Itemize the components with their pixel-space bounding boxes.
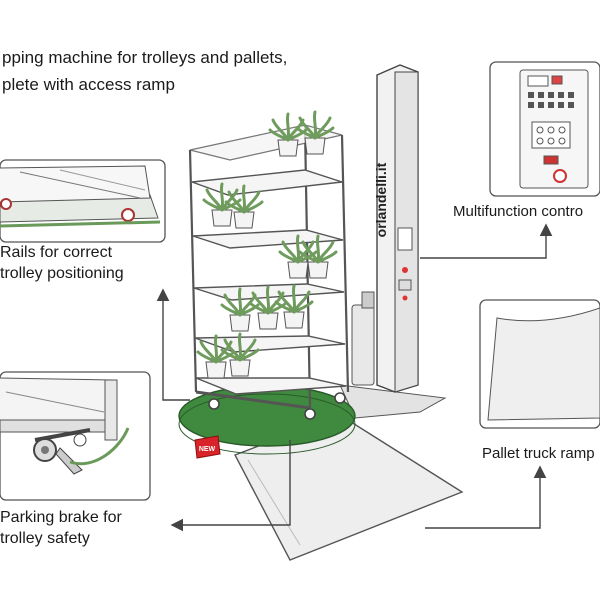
ramp-inset bbox=[479, 299, 600, 429]
turntable bbox=[178, 385, 356, 447]
brake-label-line-2: trolley safety bbox=[0, 530, 90, 547]
title-line-2: plete with access ramp bbox=[2, 75, 175, 94]
ramp-label: Pallet truck ramp bbox=[482, 445, 595, 462]
brake-label-line-1: Parking brake for bbox=[0, 509, 122, 526]
trolley-wheel-icon bbox=[208, 398, 220, 410]
new-badge-text: NEW bbox=[199, 446, 216, 453]
trolley-wheel-icon bbox=[304, 408, 316, 420]
brake-detail-inset bbox=[0, 371, 151, 501]
control-panel-inset bbox=[489, 61, 600, 197]
rails-label-line-1: Rails for correct bbox=[0, 244, 113, 261]
brand-text: orlandelli.it bbox=[373, 162, 389, 237]
title-line-1: pping machine for trolleys and pallets, bbox=[2, 48, 288, 67]
trolley-wheel-icon bbox=[334, 392, 346, 404]
wrapping-machine: orlandelli.it NEW bbox=[178, 64, 464, 561]
control-label: Multifunction contro bbox=[453, 203, 584, 220]
rails-detail-inset bbox=[0, 159, 166, 243]
emergency-stop-icon bbox=[553, 169, 567, 183]
rail-wheel-icon bbox=[121, 208, 135, 222]
callout-arrows bbox=[156, 223, 553, 532]
new-badge bbox=[194, 435, 221, 459]
rail-wheel-icon bbox=[0, 198, 12, 210]
rails-label-line-2: trolley positioning bbox=[0, 265, 124, 282]
